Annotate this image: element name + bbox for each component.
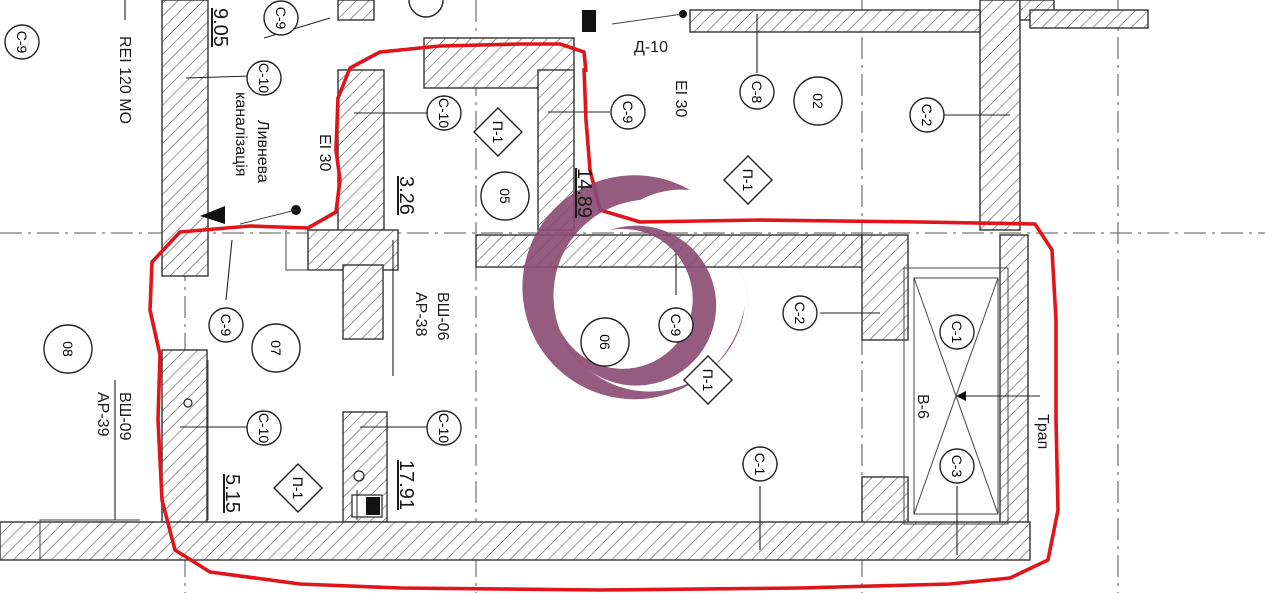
svg-text:02: 02	[810, 93, 826, 109]
svg-text:С-9: С-9	[218, 314, 234, 337]
tag-c9-room07: С-9	[208, 307, 244, 343]
svg-text:П-1: П-1	[740, 169, 756, 192]
tag-c2-room06: С-2	[782, 295, 818, 331]
svg-text:каналізація: каналізація	[232, 92, 249, 177]
svg-text:С-10: С-10	[436, 98, 452, 129]
room-08: 08	[43, 324, 93, 374]
svg-text:3.26: 3.26	[395, 176, 417, 215]
svg-text:05: 05	[497, 188, 513, 204]
room-06: 06	[580, 317, 630, 367]
trap-arrow-icon	[956, 391, 966, 401]
svg-text:EI 30: EI 30	[672, 80, 689, 117]
highlight-outline	[148, 42, 1060, 592]
svg-text:С-9: С-9	[14, 31, 30, 54]
v6-label: В-6	[914, 394, 931, 419]
svg-text:АР-38: АР-38	[412, 292, 429, 337]
room-07: 07	[251, 323, 301, 373]
tag-c1-shower: С-1	[939, 314, 975, 350]
room-02: 02	[793, 76, 843, 126]
d10-label: Д-10	[634, 39, 668, 56]
svg-text:5.15: 5.15	[221, 474, 243, 513]
svg-text:ВШ-09: ВШ-09	[116, 392, 133, 441]
svg-text:С-10: С-10	[436, 413, 452, 444]
area-1489: 14.89	[573, 168, 595, 218]
svg-text:Трап: Трап	[1034, 414, 1051, 449]
tag-p1-room02: П-1	[723, 155, 773, 205]
room-05: 05	[480, 171, 530, 221]
svg-text:08: 08	[60, 341, 76, 357]
svg-text:П-1: П-1	[700, 369, 716, 392]
watermark-logo	[522, 175, 749, 400]
svg-text:Ливнева: Ливнева	[254, 120, 271, 183]
svg-text:С-1: С-1	[752, 453, 768, 476]
tag-c2-top: С-2	[909, 97, 945, 133]
tag-c8: С-8	[739, 74, 775, 110]
tag-c9-mid: С-9	[610, 94, 646, 130]
svg-text:06: 06	[597, 334, 613, 350]
rei-label: REI 120 МО	[116, 36, 133, 124]
walls	[0, 0, 1149, 561]
svg-text:С-10: С-10	[256, 63, 272, 94]
ei30-left-label: EI 30	[316, 134, 333, 171]
svg-text:П-1: П-1	[490, 121, 506, 144]
tag-c10-topright	[408, 0, 444, 18]
tag-c9-room06: С-9	[658, 307, 694, 343]
svg-text:С-8: С-8	[749, 81, 765, 104]
svg-text:С-9: С-9	[620, 101, 636, 124]
tag-c10-room07: С-10	[246, 410, 282, 446]
svg-text:17.91: 17.91	[395, 460, 417, 510]
vsh06-label: ВШ-06 АР-38	[412, 292, 451, 341]
area-326: 3.26	[395, 176, 417, 215]
tag-c1-room06: С-1	[742, 446, 778, 482]
tag-c10-mid: С-10	[426, 95, 462, 131]
svg-text:С-3: С-3	[949, 455, 965, 478]
svg-text:14.89: 14.89	[573, 168, 595, 218]
trap-label: Трап	[1034, 414, 1051, 449]
area-905: 9.05	[209, 8, 231, 47]
svg-text:9.05: 9.05	[209, 8, 231, 47]
area-515: 5.15	[221, 474, 243, 513]
tag-p1-room07: П-1	[273, 463, 323, 513]
svg-text:REI 120 МО: REI 120 МО	[116, 36, 133, 124]
tag-c9-top: С-9	[263, 0, 299, 36]
svg-text:В-6: В-6	[914, 394, 931, 419]
tag-p1-room06: П-1	[683, 355, 733, 405]
vsh09-label: ВШ-09 АР-39	[94, 392, 133, 441]
svg-text:С-1: С-1	[949, 321, 965, 344]
svg-text:С-2: С-2	[919, 104, 935, 127]
svg-text:С-10: С-10	[256, 413, 272, 444]
svg-text:АР-39: АР-39	[94, 392, 111, 437]
svg-text:Д-10: Д-10	[634, 39, 668, 56]
tag-p1-room05: П-1	[473, 107, 523, 157]
leaders	[114, 0, 1040, 555]
svg-text:П-1: П-1	[290, 477, 306, 500]
svg-text:EI 30: EI 30	[316, 134, 333, 171]
area-1791: 17.91	[395, 460, 417, 510]
ei30-right-label: EI 30	[672, 80, 689, 117]
svg-text:С-9: С-9	[273, 7, 289, 30]
tag-c3-shower: С-3	[939, 448, 975, 484]
tag-c10-lower: С-10	[426, 410, 462, 446]
svg-text:ВШ-06: ВШ-06	[434, 292, 451, 341]
tag-c9-topleft: С-9	[4, 24, 40, 60]
tag-c10-top: С-10	[246, 60, 282, 96]
svg-text:С-2: С-2	[792, 302, 808, 325]
svg-text:С-9: С-9	[668, 314, 684, 337]
svg-text:07: 07	[268, 340, 284, 356]
sewer-label: Ливнева каналізація	[232, 92, 271, 183]
